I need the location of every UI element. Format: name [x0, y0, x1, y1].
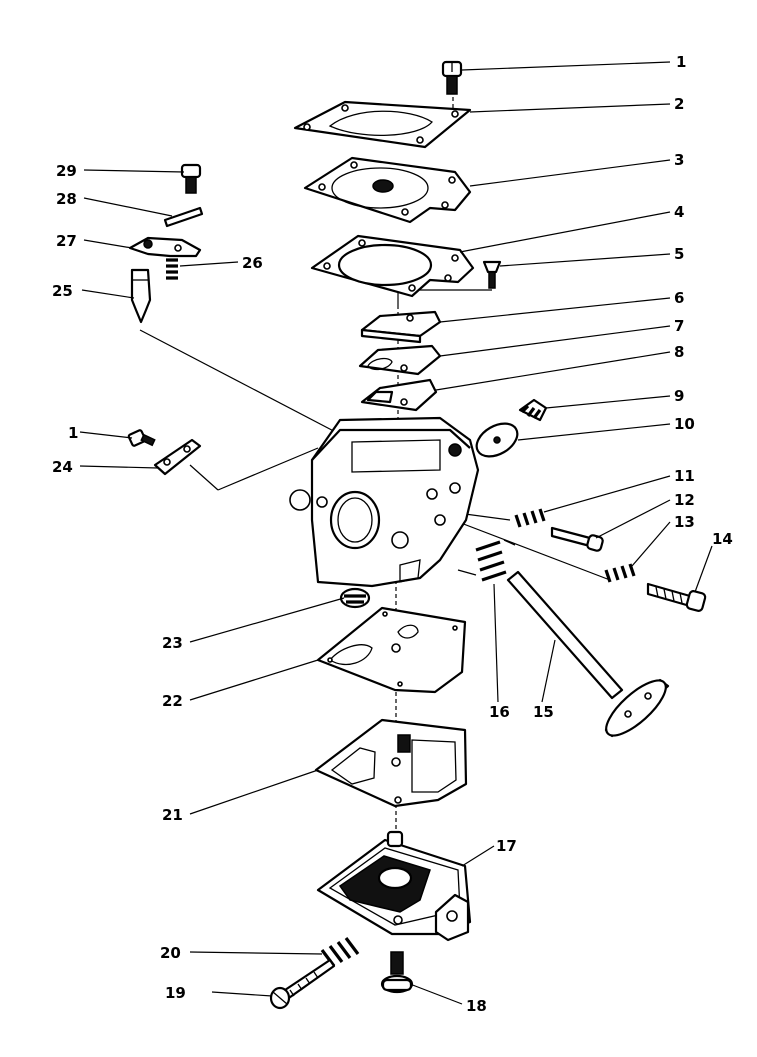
label-25: 25 [52, 282, 73, 300]
label-20: 20 [160, 944, 181, 962]
label-14: 14 [712, 530, 733, 548]
label-1-left: 1 [68, 424, 78, 442]
label-12: 12 [674, 491, 695, 509]
part-labels: 1 2 3 4 5 6 7 8 9 10 11 12 13 14 15 16 1… [52, 53, 733, 1015]
label-5: 5 [674, 245, 684, 263]
label-21: 21 [162, 806, 183, 824]
part-15-throttle-shaft [506, 570, 670, 738]
part-8-gasket-plate [360, 378, 438, 412]
label-15: 15 [533, 703, 554, 721]
part-7-plate [358, 344, 442, 376]
part-19-screw [269, 958, 336, 1010]
leader-lines [79, 61, 713, 1005]
part-20-spring [320, 937, 360, 967]
part-28-pin [163, 206, 204, 228]
part-4-gasket [310, 234, 475, 298]
part-14-adjust-needle [646, 582, 707, 612]
part-9-plug [518, 398, 548, 422]
part-18-screw [380, 951, 414, 994]
part-23-filter-screen [339, 587, 371, 609]
label-16: 16 [489, 703, 510, 721]
label-9: 9 [674, 387, 684, 405]
label-17: 17 [496, 837, 517, 855]
label-19: 19 [165, 984, 186, 1002]
label-23: 23 [162, 634, 183, 652]
part-13-spring [604, 563, 636, 583]
part-24-choke-plate [153, 438, 202, 476]
part-21-pump-gasket [314, 718, 468, 808]
part-25-inlet-needle [130, 268, 152, 324]
label-8: 8 [674, 343, 684, 361]
label-6: 6 [674, 289, 684, 307]
part-11-spring [514, 508, 546, 528]
part-12-adjust-needle [550, 526, 604, 552]
part-17-pump-cover [316, 830, 472, 942]
part-5-screw [482, 260, 502, 289]
part-1-screw-top [441, 60, 463, 95]
label-3: 3 [674, 151, 684, 169]
label-7: 7 [674, 317, 684, 335]
part-27-lever [128, 236, 202, 258]
part-3-metering-diaphragm [303, 156, 472, 224]
part-29-screw [180, 163, 202, 194]
label-29: 29 [56, 162, 77, 180]
label-26: 26 [242, 254, 263, 272]
label-27: 27 [56, 232, 77, 250]
part-26-spring [166, 258, 178, 280]
label-18: 18 [466, 997, 487, 1015]
part-1-screw-left [127, 429, 156, 447]
label-2: 2 [674, 95, 684, 113]
label-11: 11 [674, 467, 695, 485]
carburetor-body [289, 416, 480, 588]
part-2-cover-plate [293, 100, 472, 149]
label-1-top: 1 [676, 53, 686, 71]
part-6-metering-lever [360, 310, 442, 344]
part-22-pump-diaphragm [316, 606, 467, 694]
label-24: 24 [52, 458, 73, 476]
label-10: 10 [674, 415, 695, 433]
label-13: 13 [674, 513, 695, 531]
label-22: 22 [162, 692, 183, 710]
part-10-screen [475, 422, 519, 458]
label-28: 28 [56, 190, 77, 208]
label-4: 4 [674, 203, 684, 221]
part-16-throttle-spring [457, 539, 516, 582]
